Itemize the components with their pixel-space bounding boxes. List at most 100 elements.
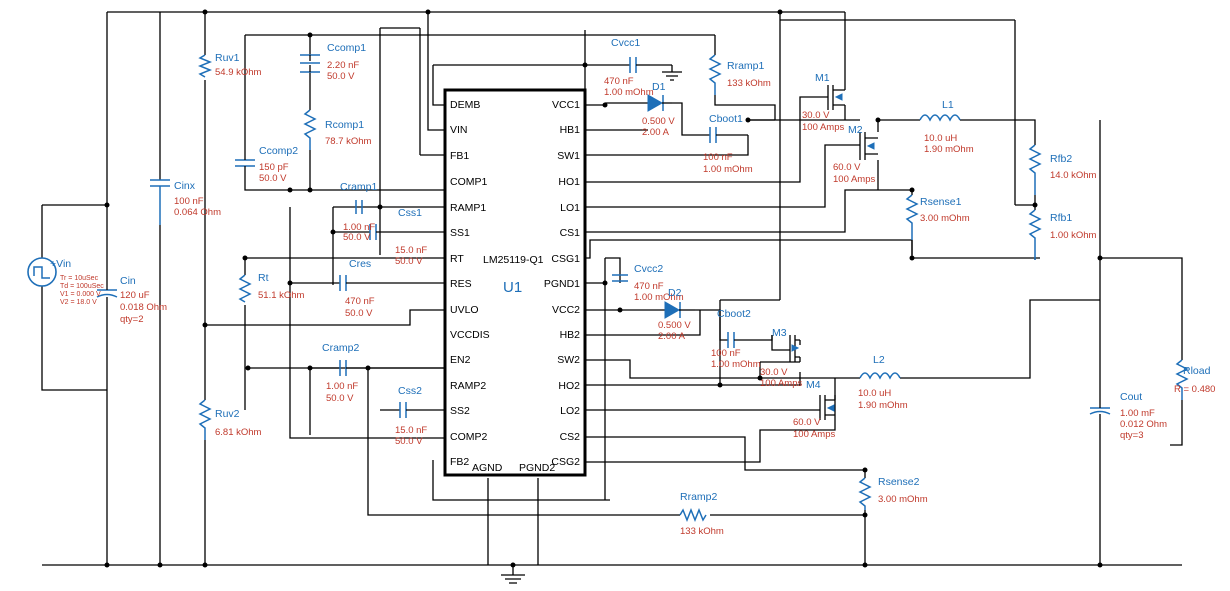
ic-pins: DEMB VIN FB1 COMP1 RAMP1 SS1 RT RES UVLO… xyxy=(450,99,580,474)
rt-value: 51.1 kOhm xyxy=(258,290,305,301)
ic-body[interactable] xyxy=(443,88,587,477)
d2-value-2: 2.00 A xyxy=(658,331,686,342)
component-symbols xyxy=(27,54,1189,584)
pin-cs2: CS2 xyxy=(560,431,581,443)
m2-label: M2 xyxy=(848,124,863,136)
rfb1-value: 1.00 kOhm xyxy=(1050,230,1097,241)
css1-label: Css1 xyxy=(398,207,422,219)
cboot2-value-2: 1.00 mOhm xyxy=(711,359,761,370)
ruv2-label: Ruv2 xyxy=(215,408,240,420)
vin-tr: Tr = 10uSec xyxy=(60,275,99,282)
cin-value-2: 0.018 Ohm xyxy=(120,302,167,313)
rt-label: Rt xyxy=(258,272,269,284)
pin-rt: RT xyxy=(450,253,464,265)
ccomp1-value-1: 2.20 nF xyxy=(327,60,359,71)
m1-value-2: 100 Amps xyxy=(802,122,844,133)
cboot1-value-1: 100 nF xyxy=(703,152,733,163)
l2-label: L2 xyxy=(873,354,885,366)
cout-value-2: 0.012 Ohm xyxy=(1120,419,1167,430)
cout-value-1: 1.00 mF xyxy=(1120,408,1155,419)
cvcc1-value-1: 470 nF xyxy=(604,76,634,87)
m2-value-1: 60.0 V xyxy=(833,162,861,173)
m1-value-1: 30.0 V xyxy=(802,110,830,121)
cinx-value-1: 100 nF xyxy=(174,196,204,207)
pin-pgnd2: PGND2 xyxy=(519,462,555,474)
vin-v1: V1 = 0.000 V xyxy=(60,291,101,298)
rramp2-label: Rramp2 xyxy=(680,491,718,503)
vin-label: +Vin xyxy=(50,258,71,270)
rfb2-value: 14.0 kOhm xyxy=(1050,170,1097,181)
rsense1-value: 3.00 mOhm xyxy=(920,213,970,224)
cramp1-label: Cramp1 xyxy=(340,181,378,193)
m3-value-2: 100 Amps xyxy=(760,378,802,389)
ruv2-value: 6.81 kOhm xyxy=(215,427,262,438)
pin-en2: EN2 xyxy=(450,354,471,366)
rramp2-value: 133 kOhm xyxy=(680,526,724,537)
vin-v2: V2 = 18.0 V xyxy=(60,299,97,306)
rramp1-value: 133 kOhm xyxy=(727,78,771,89)
pin-hb1: HB1 xyxy=(560,124,581,136)
rfb1-label: Rfb1 xyxy=(1050,212,1072,224)
cinx-label: Cinx xyxy=(174,180,196,192)
cout-value-3: qty=3 xyxy=(1120,430,1144,441)
pin-agnd: AGND xyxy=(472,462,503,474)
rload-label: Rload xyxy=(1183,365,1211,377)
l2-value-1: 10.0 uH xyxy=(858,388,891,399)
m3-label: M3 xyxy=(772,327,787,339)
pin-fb2: FB2 xyxy=(450,456,469,468)
d2-label: D2 xyxy=(668,287,682,299)
rramp1-label: Rramp1 xyxy=(727,60,765,72)
cboot1-label: Cboot1 xyxy=(709,113,743,125)
m3-value-1: 30.0 V xyxy=(760,367,788,378)
pin-lo1: LO1 xyxy=(560,202,580,214)
pin-ramp2: RAMP2 xyxy=(450,380,486,392)
cvcc2-value-1: 470 nF xyxy=(634,281,664,292)
pin-vcc2: VCC2 xyxy=(552,304,580,316)
cres-label: Cres xyxy=(349,258,371,270)
m4-value-2: 100 Amps xyxy=(793,429,835,440)
pin-vccdis: VCCDIS xyxy=(450,329,490,341)
ccomp1-label: Ccomp1 xyxy=(327,42,366,54)
l1-value-2: 1.90 mOhm xyxy=(924,144,974,155)
cres-value-2: 50.0 V xyxy=(345,308,373,319)
pin-sw2: SW2 xyxy=(557,354,580,366)
cin-value-3: qty=2 xyxy=(120,314,144,325)
cboot1-value-2: 1.00 mOhm xyxy=(703,164,753,175)
pin-hb2: HB2 xyxy=(560,329,581,341)
pin-vin: VIN xyxy=(450,124,468,136)
pin-ramp1: RAMP1 xyxy=(450,202,486,214)
rcomp1-label: Rcomp1 xyxy=(325,119,364,131)
pin-lo2: LO2 xyxy=(560,405,580,417)
rload-value: R = 0.480 xyxy=(1174,384,1215,395)
l1-label: L1 xyxy=(942,99,954,111)
ruv1-value: 54.9 kOhm xyxy=(215,67,262,78)
m2-value-2: 100 Amps xyxy=(833,174,875,185)
cramp2-label: Cramp2 xyxy=(322,342,360,354)
cramp2-value-2: 50.0 V xyxy=(326,393,354,404)
ruv1-label: Ruv1 xyxy=(215,52,240,64)
css1-value-1: 15.0 nF xyxy=(395,245,427,256)
pin-ho1: HO1 xyxy=(558,176,580,188)
pin-sw1: SW1 xyxy=(557,150,580,162)
ccomp2-value-1: 150 pF xyxy=(259,162,289,173)
junction-dots xyxy=(104,9,1103,568)
pin-uvlo: UVLO xyxy=(450,304,479,316)
css2-value-2: 50.0 V xyxy=(395,436,423,447)
pin-cs1: CS1 xyxy=(560,227,581,239)
d1-value-1: 0.500 V xyxy=(642,116,675,127)
l2-value-2: 1.90 mOhm xyxy=(858,400,908,411)
css2-label: Css2 xyxy=(398,385,422,397)
rsense2-value: 3.00 mOhm xyxy=(878,494,928,505)
pin-ss2: SS2 xyxy=(450,405,470,417)
css1-value-2: 50.0 V xyxy=(395,256,423,267)
cvcc2-value-2: 1.00 mOhm xyxy=(634,292,684,303)
cramp2-value-1: 1.00 nF xyxy=(326,381,358,392)
cboot2-value-1: 100 nF xyxy=(711,348,741,359)
l1-value-1: 10.0 uH xyxy=(924,133,957,144)
vin-td: Td = 100uSec xyxy=(60,283,104,290)
cvcc1-label: Cvcc1 xyxy=(611,37,640,49)
ccomp1-value-2: 50.0 V xyxy=(327,71,355,82)
ic-designator: U1 xyxy=(503,279,522,296)
